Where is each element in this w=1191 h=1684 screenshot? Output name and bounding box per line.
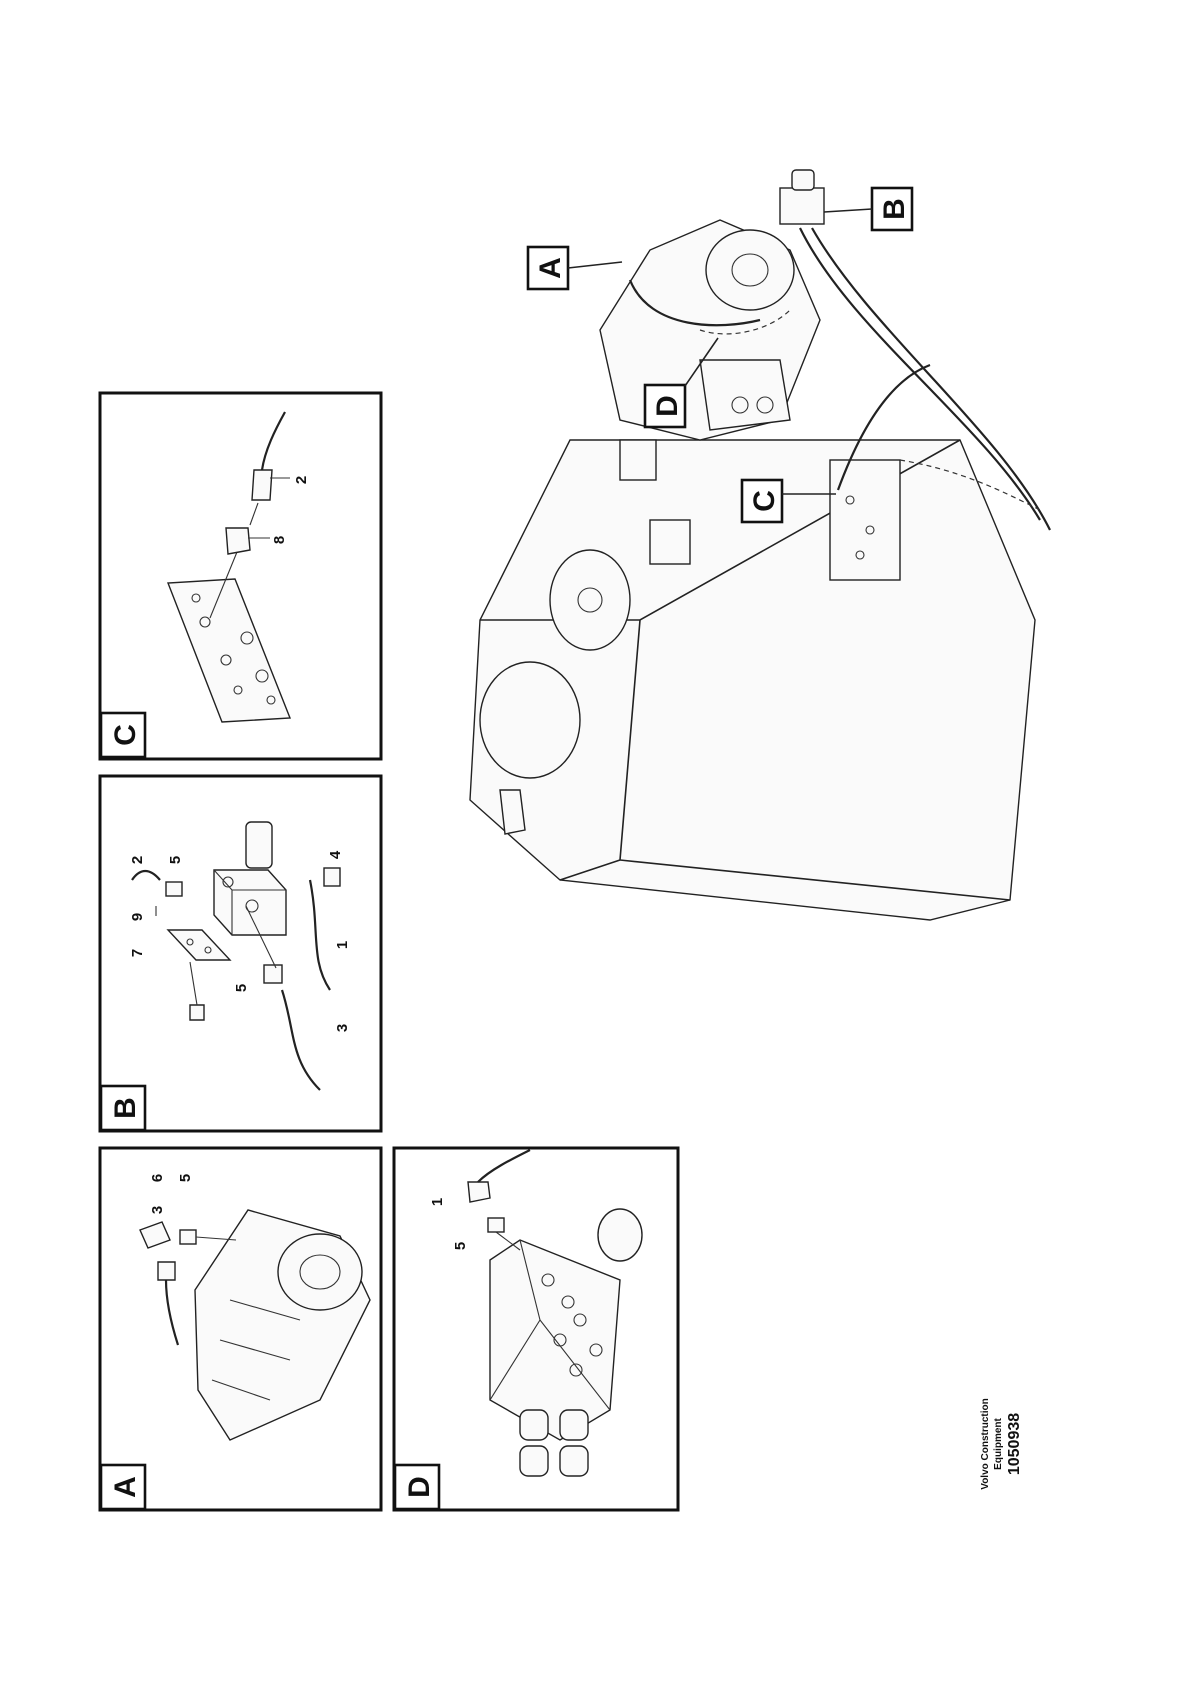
panel-d-solenoid-3 [519,1445,549,1477]
callout-d-box [643,383,687,429]
callout-c-box [740,478,784,524]
panel-a-tee [139,1221,171,1249]
panel-c-tee-fitting [225,527,251,555]
hose-hidden-run [899,459,1041,511]
hose-c-return [836,363,931,491]
footer-block: Volvo Construction Equipment 1050938 [980,1398,1023,1489]
panel-b-elbow-bottom [323,867,341,887]
callout-c-letter: C [748,490,781,512]
detail-panel-c: C 8 2 [98,391,383,761]
panel-b-frame [98,774,383,1133]
callout-a-letter: A [534,257,567,279]
tank-cover-small [549,549,631,651]
panel-b-hose-3 [280,989,321,1091]
control-valve-block [699,359,791,431]
panel-b-part-4: 4 [327,850,344,859]
panel-d-part-5: 5 [452,1242,469,1250]
panel-a-tag [99,1463,147,1511]
tank-port-1 [649,519,691,565]
panel-a-hose [164,1279,180,1346]
detail-panel-a: A 3 6 5 [98,1146,383,1512]
panel-c-hose-end [251,469,273,501]
overview-callout-d: D [643,337,719,429]
panel-c-plate [166,578,292,723]
callout-d-letter: D [651,395,684,417]
tank-port-plate [829,459,901,581]
panel-b-solenoid [245,821,273,869]
panel-b-hose-1 [308,879,331,991]
panel-b-part-5-top: 5 [167,856,184,864]
solenoid-coil [791,169,815,191]
panel-a-adapter [179,1229,197,1245]
footer-drawing-number: 1050938 [1006,1413,1023,1475]
panel-c-tag [99,711,147,759]
panel-d-solenoid-4 [559,1445,589,1477]
panel-b-adapter-mid [263,964,283,984]
overview-callout-b: B [823,186,914,232]
panel-d-solenoid-2 [559,1409,589,1441]
footer-company-line2: Equipment [993,1418,1004,1470]
panel-b-bracket [166,929,232,961]
panel-b-part-3: 3 [334,1024,351,1032]
overview-callout-a: A [526,245,623,291]
panel-c-letter: C [109,724,142,746]
panel-a-hose-end [157,1261,176,1281]
panel-a-part-5: 5 [177,1174,194,1182]
panel-b-hose-2 [131,869,161,881]
callout-b-letter: B [878,198,911,220]
footer-company-line1: Volvo Construction [980,1398,991,1489]
panel-b-tag [99,1084,147,1132]
panel-d-elbow [467,1181,491,1203]
panel-d-hose [477,1149,531,1183]
overview-callout-c: C [740,478,836,524]
panel-b-part-5-mid: 5 [233,984,250,992]
panel-c-part-8: 8 [271,536,288,544]
panel-a-pump-flange [277,1233,363,1311]
hose-b-to-c [799,227,1041,521]
panel-b-part-7: 7 [129,949,146,957]
panel-b-bolt [189,1004,205,1021]
panel-d-tag [393,1463,441,1511]
panel-d-solenoid-1 [519,1409,549,1441]
solenoid-valve-b [779,187,825,225]
panel-d-letter: D [403,1476,436,1498]
panel-d-adapter [487,1217,505,1233]
panel-d-part-1: 1 [429,1198,446,1206]
hose-a [628,279,761,327]
detail-panel-b: B 9 7 2 5 5 4 3 1 [98,774,383,1133]
tank-cover-large [479,661,581,779]
panel-b-adapter-top [165,881,183,897]
panel-a-letter: A [109,1476,142,1498]
tank-breather [499,789,526,835]
panel-b-part-2: 2 [129,856,146,864]
panel-c-hose [260,411,286,471]
panel-a-part-6: 6 [149,1174,166,1182]
panel-d-end-cap [597,1208,643,1262]
detail-panel-d: D 1 5 [392,1146,680,1512]
panel-a-part-3: 3 [149,1206,166,1214]
panel-c-part-2: 2 [293,476,310,484]
panel-b-letter: B [109,1097,142,1119]
panel-b-part-1: 1 [334,941,351,949]
panel-b-valve-block [213,869,287,936]
tank-port-2 [619,439,657,481]
pump-flange [705,229,795,311]
panel-b-part-9: 9 [129,913,146,921]
